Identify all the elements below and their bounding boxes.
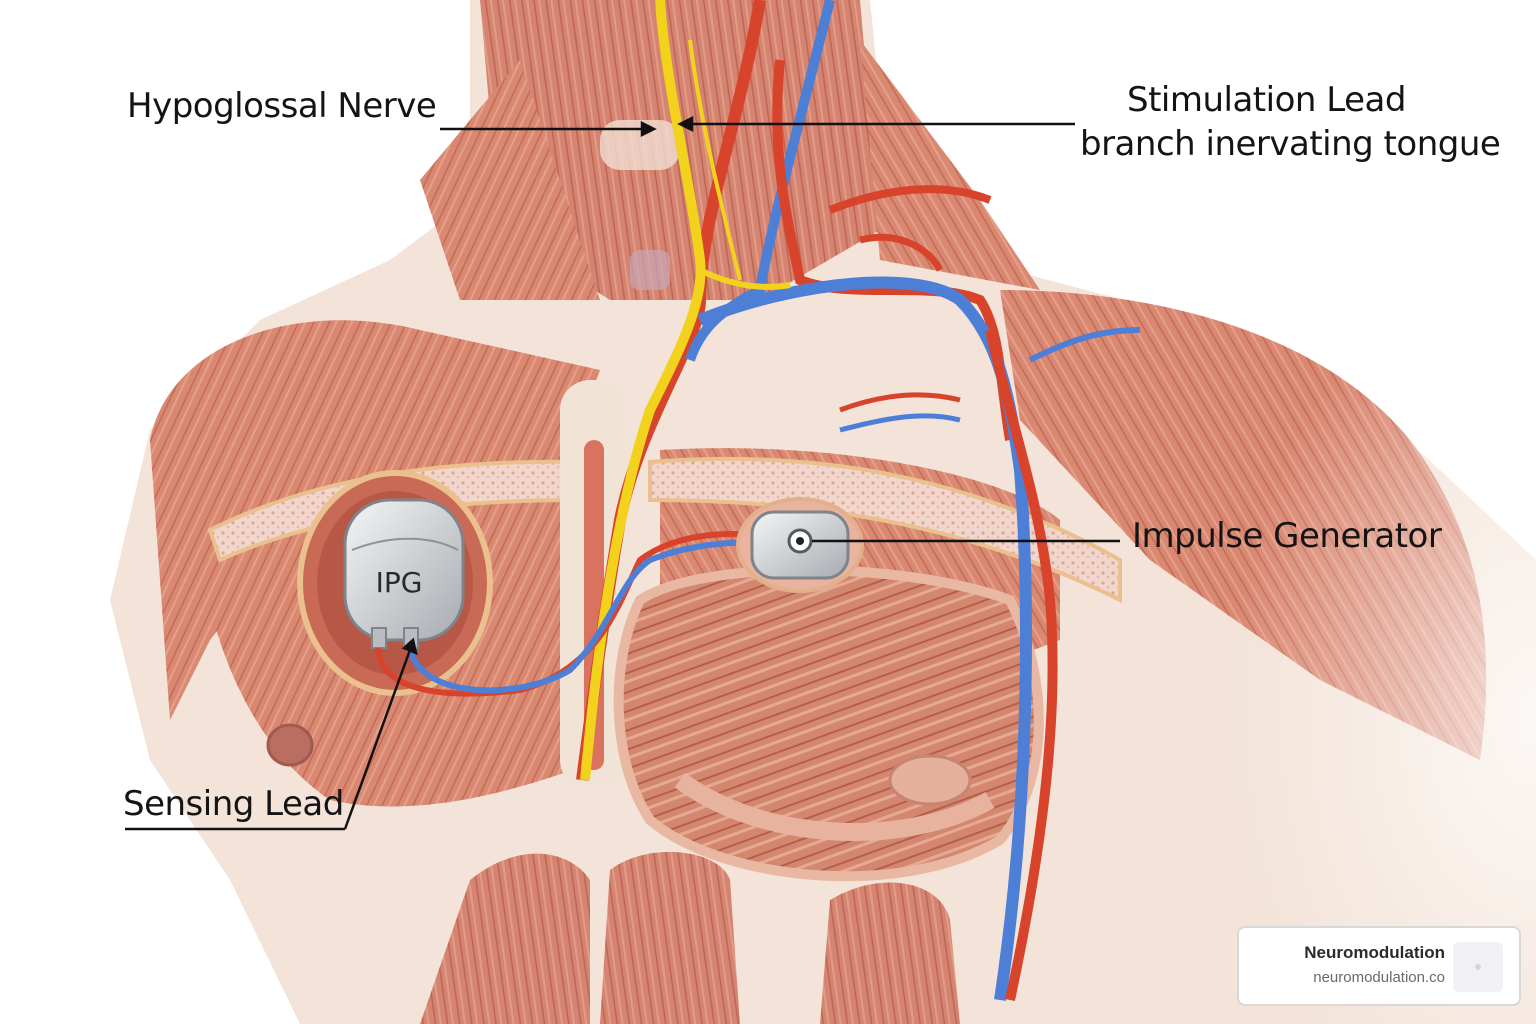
annotation-lines bbox=[125, 115, 1120, 831]
ipg-device bbox=[343, 498, 465, 649]
hypoglossal-nerve-path bbox=[580, 0, 791, 781]
leads bbox=[375, 531, 791, 697]
impulse-generator-label: Impulse Generator bbox=[1132, 516, 1442, 556]
impulse-generator-device bbox=[736, 497, 864, 593]
hypoglossal-nerve-label: Hypoglossal Nerve bbox=[127, 86, 437, 126]
brand-logo-icon bbox=[1453, 942, 1503, 992]
vessels bbox=[576, 0, 1141, 1002]
sensing-lead-label: Sensing Lead bbox=[123, 784, 344, 824]
thoracic-organ bbox=[613, 565, 1044, 882]
brand-card[interactable]: Neuromodulation neuromodulation.co bbox=[1237, 926, 1521, 1006]
ipg-label: IPG bbox=[376, 566, 423, 599]
nipple bbox=[266, 723, 314, 767]
abdominal-muscles bbox=[420, 851, 960, 1024]
stimulation-lead-label: Stimulation Lead bbox=[1127, 80, 1406, 120]
brand-name: Neuromodulation bbox=[1304, 943, 1445, 962]
stimulation-lead-sublabel: branch inervating tongue bbox=[1080, 124, 1501, 164]
brand-url[interactable]: neuromodulation.co bbox=[1313, 969, 1445, 986]
shoulder-muscles bbox=[150, 260, 1536, 1024]
